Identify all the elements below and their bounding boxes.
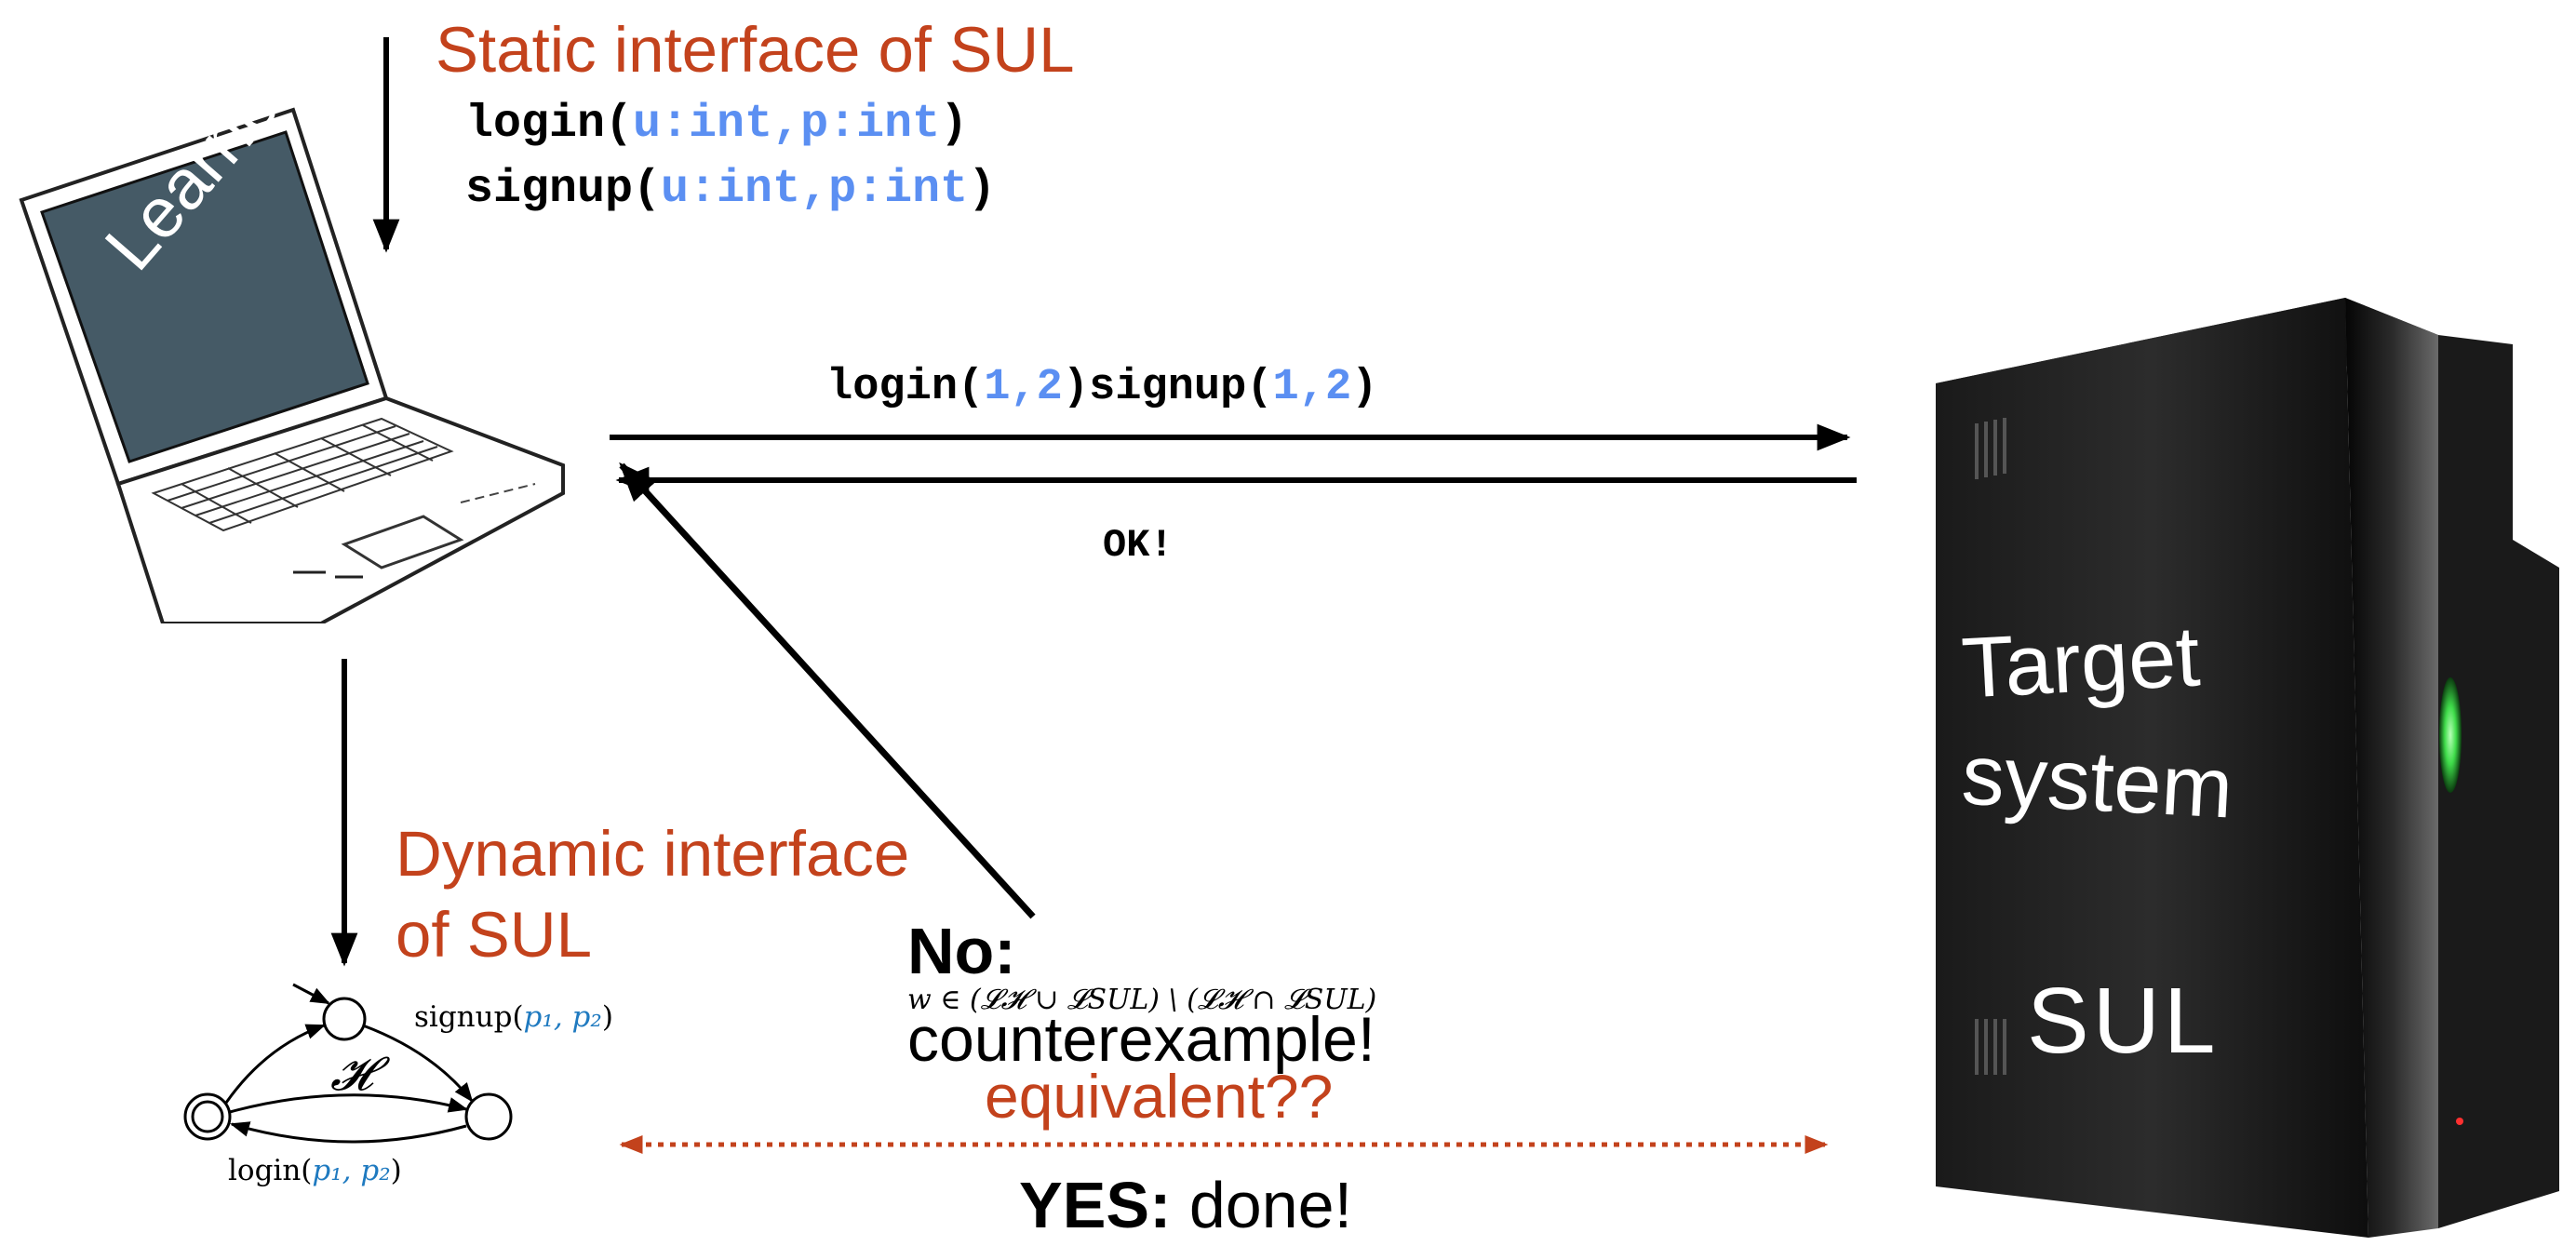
yes-text: done! [1188, 1169, 1353, 1241]
query-label: login(1,2)signup(1,2) [826, 363, 1378, 412]
method-name: signup [465, 163, 634, 216]
query-call2-args: 1,2 [1272, 363, 1352, 412]
method-params: u:int,p:int [633, 98, 941, 151]
method-params: u:int,p:int [661, 163, 969, 216]
edge-signup-name: signup( [414, 1000, 524, 1034]
method-name: login [465, 98, 606, 151]
target-label-line1: Target [1959, 609, 2203, 717]
edge-signup-args: p₁, p₂ [523, 1000, 602, 1034]
query-call1-name: login [826, 363, 959, 412]
static-interface-line-login: login(u:int,p:int) [465, 98, 968, 151]
query-call2-name: signup [1089, 363, 1247, 412]
counterexample-formula: w ∈ (𝓛𝓗 ∪ 𝓛SUL) \ (𝓛𝓗 ∩ 𝓛SUL) [907, 984, 1377, 1016]
state-top [322, 997, 367, 1041]
paren-close: ) [968, 163, 997, 216]
counterexample-arrow [619, 462, 1036, 919]
dynamic-interface-title-line1: Dynamic interface [396, 818, 910, 890]
paren-close: ) [940, 98, 969, 151]
counterexample-label: counterexample! [907, 1004, 1375, 1075]
edge-login-args: p₁, p₂ [312, 1154, 391, 1187]
response-label: OK! [1103, 523, 1174, 568]
hypothesis-label: 𝓗 [330, 1047, 373, 1101]
target-label-line2: system [1959, 727, 2235, 837]
learner-laptop [19, 107, 565, 623]
edge-label-signup: signup(p₁, p₂) [414, 1000, 613, 1034]
dynamic-interface-title-line2: of SUL [396, 899, 592, 971]
query-call1-args: 1,2 [984, 363, 1063, 412]
yes-result: YES: done! [1019, 1168, 1352, 1242]
no-label: No: [907, 915, 1016, 987]
target-label-sul: SUL [2027, 969, 2220, 1073]
status-led [2439, 677, 2462, 793]
yes-label: YES: [1019, 1169, 1172, 1241]
hypothesis-automaton [183, 983, 513, 1144]
paren-open: ( [633, 163, 662, 216]
target-server [1936, 298, 2559, 1238]
edge-login-name: login( [228, 1154, 313, 1187]
paren-open: ( [605, 98, 634, 151]
static-interface-line-signup: signup(u:int,p:int) [465, 163, 996, 216]
edge-label-login: login(p₁, p₂) [228, 1154, 402, 1187]
state-right [464, 1092, 513, 1141]
equivalence-question: equivalent?? [985, 1062, 1334, 1131]
static-interface-title: Static interface of SUL [436, 14, 1075, 86]
